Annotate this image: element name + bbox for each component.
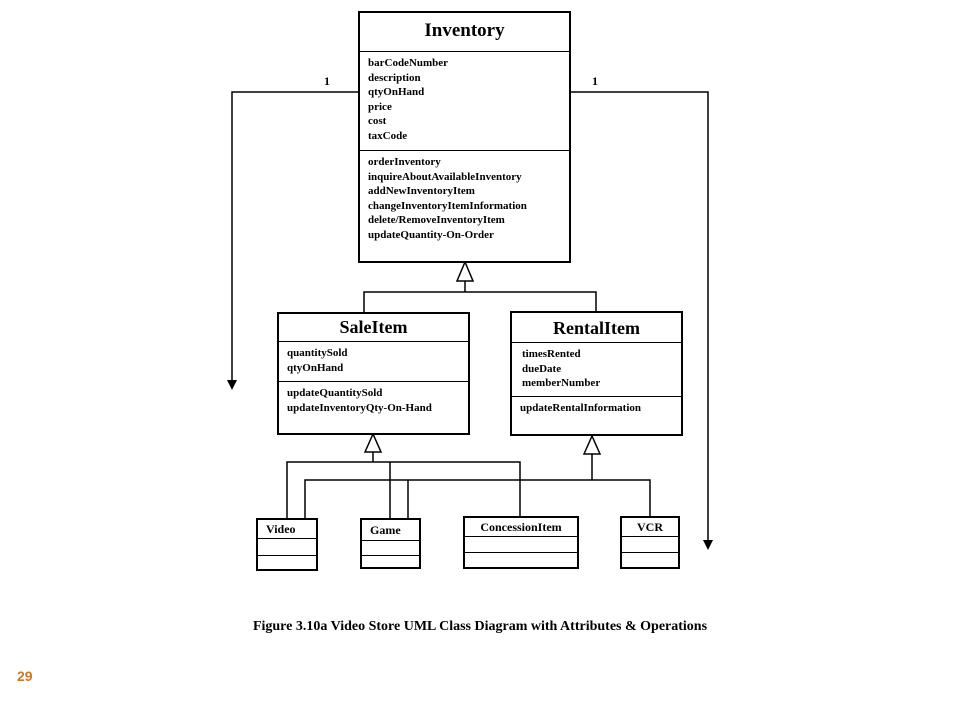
operation: updateQuantitySold	[287, 387, 383, 399]
saleitem-generalization-arrow	[363, 432, 383, 453]
attribute: price	[368, 100, 392, 113]
page-number: 29	[17, 668, 33, 684]
attributes-section	[258, 538, 316, 555]
operations-section: updateQuantitySold updateInventoryQty-On…	[279, 381, 468, 419]
attribute: cost	[368, 115, 387, 127]
multiplicity-left: 1	[324, 74, 330, 88]
attribute: barCodeNumber	[368, 57, 449, 69]
attribute: qtyOnHand	[368, 86, 425, 98]
right-association-line	[570, 91, 709, 542]
inherit-bar-rentalitem	[304, 479, 651, 519]
attribute: timesRented	[522, 348, 581, 360]
inventory-generalization-arrow	[455, 260, 475, 282]
attribute: memberNumber	[522, 377, 601, 389]
class-concession-item: ConcessionItem	[463, 516, 579, 569]
operations-section	[465, 552, 577, 561]
rentalitem-generalization-arrow	[582, 434, 602, 455]
figure-caption: Figure 3.10a Video Store UML Class Diagr…	[252, 619, 708, 634]
class-inventory: Inventory barCodeNumber description qtyO…	[358, 11, 571, 263]
class-rental-item: RentalItem timesRented dueDate memberNum…	[510, 311, 683, 436]
class-name: Game	[370, 523, 401, 537]
attributes-section: quantitySold qtyOnHand	[279, 341, 468, 381]
class-name: Video	[266, 522, 296, 536]
class-name: VCR	[637, 520, 663, 534]
operation: delete/RemoveInventoryItem	[368, 214, 505, 226]
class-name: Inventory	[424, 20, 505, 41]
right-association-arrowhead	[703, 540, 713, 550]
attribute: quantitySold	[287, 347, 348, 359]
class-name: SaleItem	[339, 317, 408, 337]
operation: updateQuantity-On-Order	[368, 228, 494, 241]
left-association-line	[231, 91, 358, 382]
operation: changeInventoryItemInformation	[368, 199, 527, 212]
operations-section	[258, 555, 316, 564]
class-name: RentalItem	[553, 318, 640, 338]
attributes-section	[622, 536, 678, 552]
class-game: Game	[360, 518, 421, 569]
operation: updateInventoryQty-On-Hand	[287, 401, 432, 414]
attribute: qtyOnHand	[287, 361, 344, 374]
operations-section: updateRentalInformation	[512, 396, 681, 420]
operations-section	[622, 552, 678, 561]
attributes-section	[465, 536, 577, 552]
multiplicity-right: 1	[592, 74, 598, 88]
attributes-section: timesRented dueDate memberNumber	[512, 342, 681, 396]
class-vcr: VCR	[620, 516, 680, 569]
operation: orderInventory	[368, 156, 441, 168]
attribute: taxCode	[368, 129, 408, 142]
attribute: description	[368, 71, 421, 84]
inherit-bar-saleitem	[286, 461, 521, 519]
attributes-section: barCodeNumber description qtyOnHand pric…	[360, 51, 569, 150]
class-sale-item: SaleItem quantitySold qtyOnHand updateQu…	[277, 312, 470, 435]
operation: inquireAboutAvailableInventory	[368, 170, 522, 183]
left-association-arrowhead	[227, 380, 237, 390]
operation: updateRentalInformation	[520, 402, 642, 414]
attribute: dueDate	[522, 362, 562, 375]
attributes-section	[362, 540, 419, 555]
operations-section	[362, 555, 419, 564]
operation: addNewInventoryItem	[368, 185, 475, 197]
operations-section: orderInventory inquireAboutAvailableInve…	[360, 150, 569, 246]
class-name: ConcessionItem	[480, 520, 562, 534]
inherit-bar-inventory	[363, 291, 597, 313]
class-video: Video	[256, 518, 318, 571]
